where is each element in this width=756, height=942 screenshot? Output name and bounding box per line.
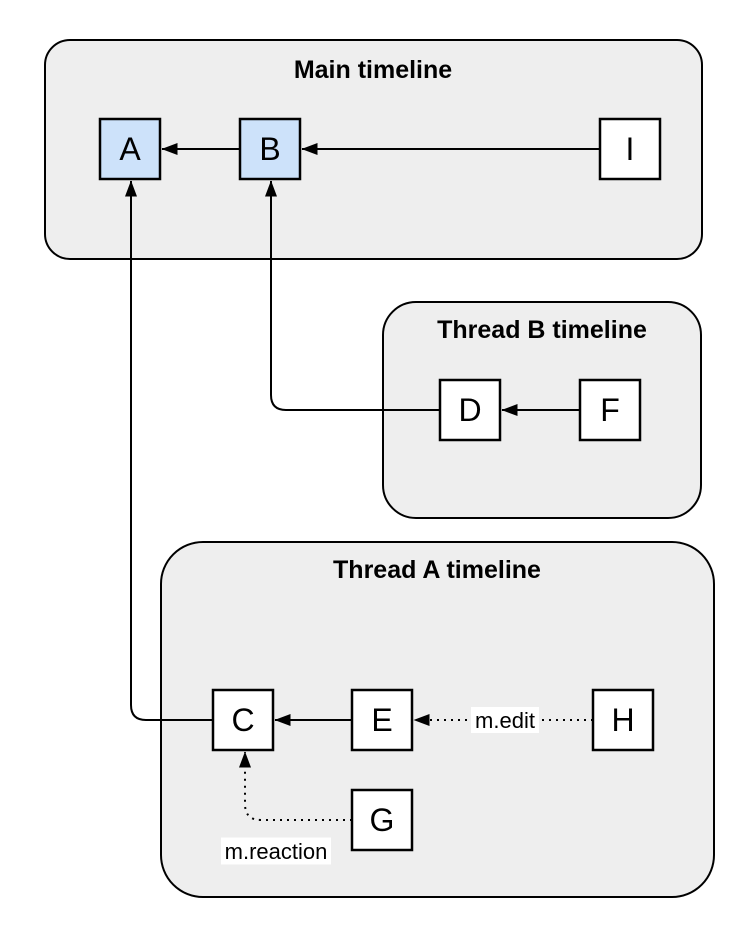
node-C-label: C <box>231 702 254 738</box>
node-B-label: B <box>259 131 280 167</box>
edge-label-bg-m-edit <box>471 707 539 733</box>
node-I-label: I <box>626 131 635 167</box>
container-title-thread-b-timeline: Thread B timeline <box>437 316 647 344</box>
edge-d-to-b <box>265 180 440 411</box>
node-E-label: E <box>371 702 392 738</box>
node-H-label: H <box>611 702 634 738</box>
edge-g-to-c <box>239 751 352 821</box>
node-G-box <box>350 788 414 852</box>
node-C-box <box>211 688 275 752</box>
edge-label-text-m-edit: m.edit <box>475 708 535 733</box>
node-A-box <box>98 117 162 181</box>
node-E-box <box>350 688 414 752</box>
node-B-box <box>238 117 302 181</box>
edge-label-m-reaction: m.reaction <box>221 837 331 865</box>
node-G-label: G <box>370 802 395 838</box>
container-title-main-timeline: Main timeline <box>294 56 452 84</box>
container-title-thread-a-timeline: Thread A timeline <box>333 556 541 584</box>
node-F-label: F <box>600 392 620 428</box>
node-F-box <box>578 378 642 442</box>
edge-label-text-m-reaction: m.reaction <box>225 839 328 864</box>
edge-c-to-a <box>125 180 213 721</box>
node-D-label: D <box>458 392 481 428</box>
edge-label-m-edit: m.edit <box>471 707 539 733</box>
node-D-box <box>438 378 502 442</box>
node-H-box <box>591 688 655 752</box>
edge-label-bg-m-reaction <box>221 837 331 865</box>
node-I-box <box>598 117 662 181</box>
node-A-label: A <box>119 131 141 167</box>
